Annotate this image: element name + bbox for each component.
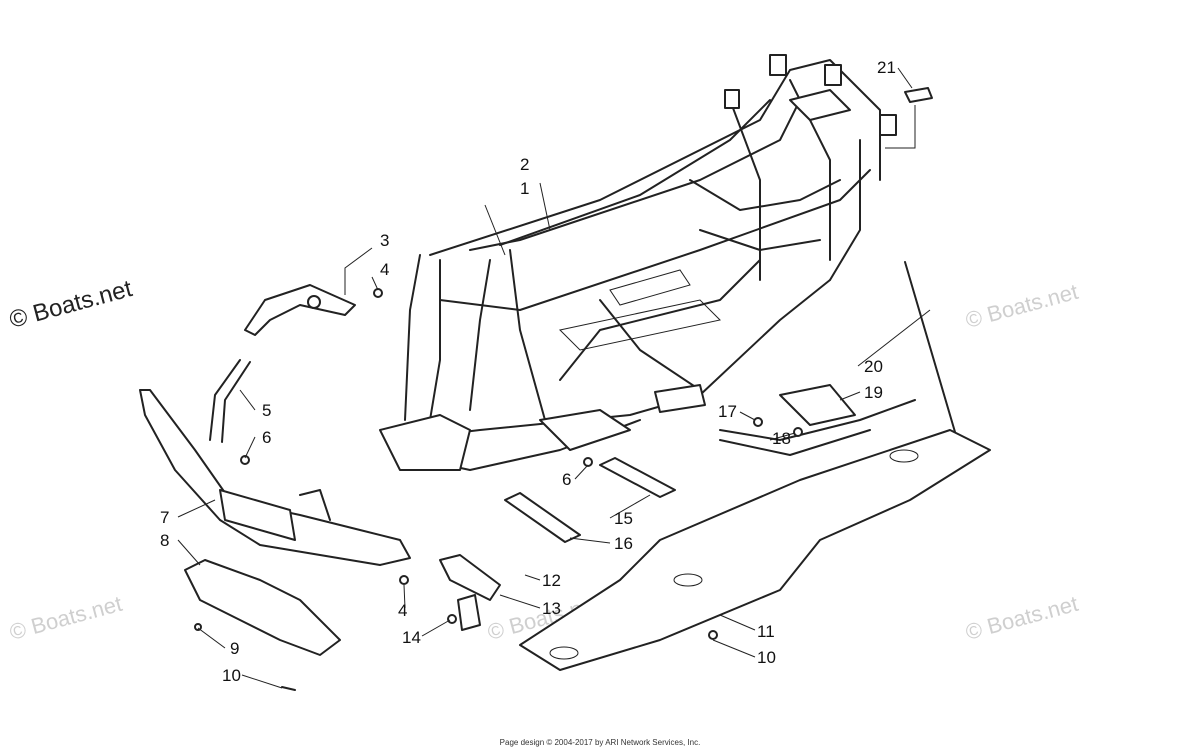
- callout-label: 16: [614, 534, 633, 553]
- foam-strip-15: [599, 457, 676, 498]
- foam-strip-16: [504, 492, 581, 543]
- skid-plate-part: [519, 429, 991, 671]
- decal-part: [904, 87, 933, 103]
- hanger-bracket-part: [439, 554, 501, 601]
- page-footer: Page design © 2004-2017 by ARI Network S…: [499, 738, 701, 747]
- callout-label: 2: [520, 155, 529, 174]
- watermark-main: © Boats.net: [7, 275, 136, 334]
- leader-lines: [177, 67, 931, 689]
- callout-label: 14: [402, 628, 421, 647]
- callout-label: 9: [230, 639, 239, 658]
- callout-label: 15: [614, 509, 633, 528]
- callout-label: 19: [864, 383, 883, 402]
- callout-label: 18: [772, 429, 791, 448]
- callout-label: 12: [542, 571, 561, 590]
- front-bumper-part: [139, 389, 411, 566]
- main-frame: [379, 54, 897, 471]
- callout-label: 4: [398, 601, 407, 620]
- callout-label: 17: [718, 402, 737, 421]
- callout-label: 8: [160, 531, 169, 550]
- callout-label: 20: [864, 357, 883, 376]
- callout-label: 11: [757, 622, 775, 641]
- callout-label: 3: [380, 231, 389, 250]
- callout-label: 6: [562, 470, 571, 489]
- callout-label: 7: [160, 508, 169, 527]
- callout-labels: 1 2 3 4 5 6 6 7 8 9 10 4 14 12 13 15 16 …: [160, 58, 896, 685]
- callout-label: 10: [222, 666, 241, 685]
- callout-label: 10: [757, 648, 776, 667]
- rear-arm-part: [719, 399, 916, 441]
- brace-part: [209, 359, 241, 441]
- rod-part: [904, 261, 956, 433]
- callout-label: 13: [542, 599, 561, 618]
- rear-bracket-part: [779, 384, 856, 426]
- watermark-faint: © Boats.net: [7, 591, 125, 645]
- callout-label: 21: [877, 58, 896, 77]
- callout-label: 6: [262, 428, 271, 447]
- callout-label: 1: [520, 179, 529, 198]
- callout-label: 5: [262, 401, 271, 420]
- lower-guard-part: [184, 559, 341, 656]
- upper-bracket-part: [244, 284, 356, 336]
- watermark-faint: © Boats.net: [963, 279, 1081, 333]
- watermark-faint: © Boats.net: [963, 591, 1081, 645]
- callout-label: 4: [380, 260, 389, 279]
